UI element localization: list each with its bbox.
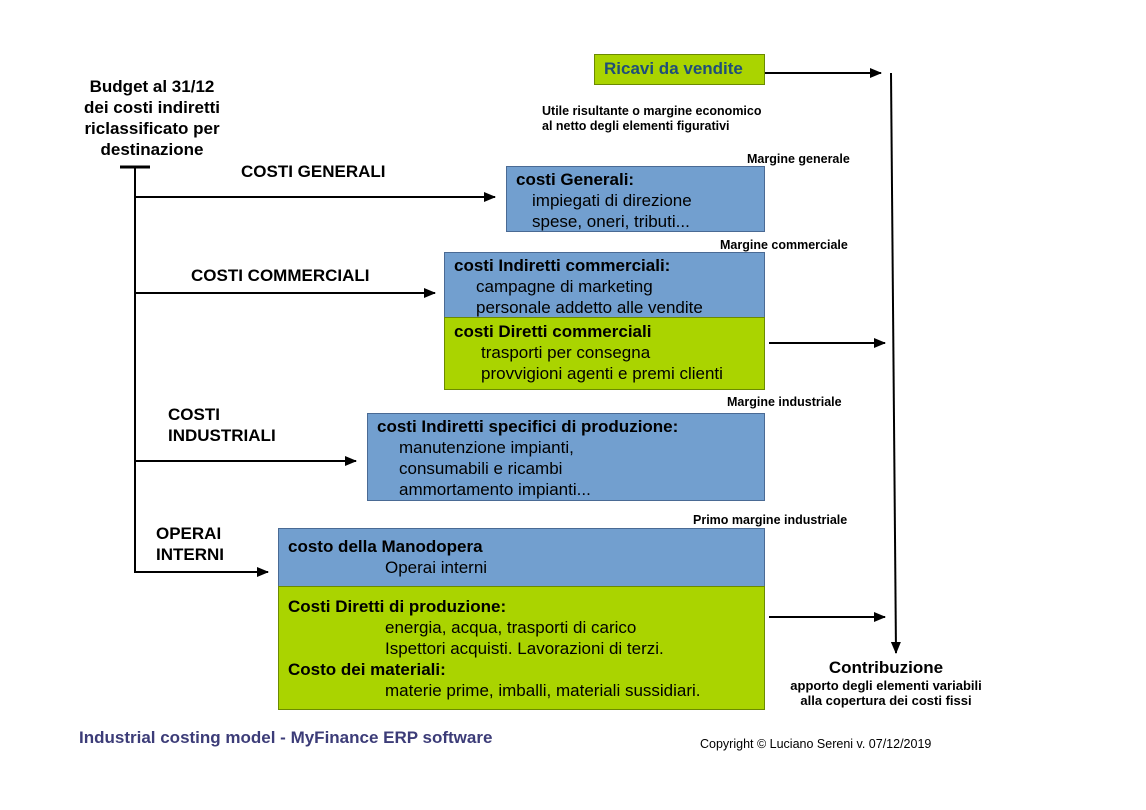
branch-label-line: INDUSTRIALI (168, 426, 276, 445)
branch-label-commerciali: COSTI COMMERCIALI (191, 266, 370, 285)
costi-diretti-commerciali-box: costi Diretti commerciali trasporti per … (444, 317, 765, 390)
box-line: materie prime, imballi, materiali sussid… (385, 681, 701, 700)
box-line: ammortamento impianti... (399, 480, 591, 499)
contribuzione-line: alla copertura dei costi fissi (800, 693, 972, 708)
box-title: costi Indiretti commerciali: (454, 256, 671, 275)
margin-primo-label: Primo margine industriale (693, 513, 848, 527)
costo-manodopera-box: costo della Manodopera Operai interni (278, 528, 765, 587)
contribuzione-title: Contribuzione (828, 658, 944, 677)
margin-generale-label: Margine generale (747, 152, 850, 166)
ricavi-label: Ricavi da vendite (604, 59, 743, 78)
costi-indiretti-commerciali-box: costi Indiretti commerciali: campagne di… (444, 252, 765, 318)
costi-indiretti-produzione-box: costi Indiretti specifici di produzione:… (367, 413, 765, 501)
box-line: personale addetto alle vendite (476, 298, 703, 317)
utile-note-line: Utile risultante o margine economico (542, 104, 762, 118)
branch-label-industriali: COSTI INDUSTRIALI (168, 404, 276, 446)
copyright-text: Copyright © Luciano Sereni v. 07/12/2019 (700, 737, 932, 751)
budget-title-line: destinazione (100, 140, 204, 159)
footer-caption: Industrial costing model - MyFinance ERP… (79, 728, 493, 747)
budget-title-line: Budget al 31/12 (89, 77, 215, 96)
box-line: spese, oneri, tributi... (532, 212, 690, 231)
box-title: costi Generali: (516, 170, 635, 189)
box-title: Costi Diretti di produzione: (288, 597, 507, 616)
box-line: consumabili e ricambi (399, 459, 563, 478)
box-title: costi Diretti commerciali (454, 322, 652, 341)
branch-label-generali: COSTI GENERALI (241, 162, 386, 181)
box-line: energia, acqua, trasporti di carico (385, 618, 637, 637)
utile-note-line: al netto degli elementi figurativi (542, 119, 730, 133)
box-title: costi Indiretti specifici di produzione: (377, 417, 679, 436)
contribuzione-line: apporto degli elementi variabili (790, 678, 982, 693)
branch-label-operai: OPERAI INTERNI (156, 523, 224, 565)
box-line: Ispettori acquisti. Lavorazioni di terzi… (385, 639, 664, 658)
margin-commerciale-label: Margine commerciale (720, 238, 848, 252)
branch-label-line: INTERNI (156, 545, 224, 564)
branch-label-line: OPERAI (156, 524, 222, 543)
box-line: trasporti per consegna (481, 343, 651, 362)
box-line: Operai interni (385, 558, 488, 577)
budget-title-line: dei costi indiretti (83, 98, 221, 117)
branch-label-line: COSTI (168, 405, 220, 424)
box-title: costo della Manodopera (288, 537, 483, 556)
ricavi-box: Ricavi da vendite (594, 54, 765, 85)
costi-diretti-produzione-box: Costi Diretti di produzione: energia, ac… (278, 586, 765, 710)
budget-title: Budget al 31/12 dei costi indiretti ricl… (52, 76, 252, 160)
box-line: campagne di marketing (476, 277, 653, 296)
box-line: impiegati di direzione (532, 191, 692, 210)
contribuzione: Contribuzione apporto degli elementi var… (776, 657, 996, 708)
box-title: Costo dei materiali: (288, 660, 446, 679)
box-line: manutenzione impianti, (399, 438, 574, 457)
utile-note: Utile risultante o margine economico al … (542, 104, 762, 134)
box-line: provvigioni agenti e premi clienti (481, 364, 723, 383)
margin-industriale-label: Margine industriale (727, 395, 842, 409)
costi-generali-box: costi Generali: impiegati di direzione s… (506, 166, 765, 232)
budget-title-line: riclassificato per (84, 119, 220, 138)
